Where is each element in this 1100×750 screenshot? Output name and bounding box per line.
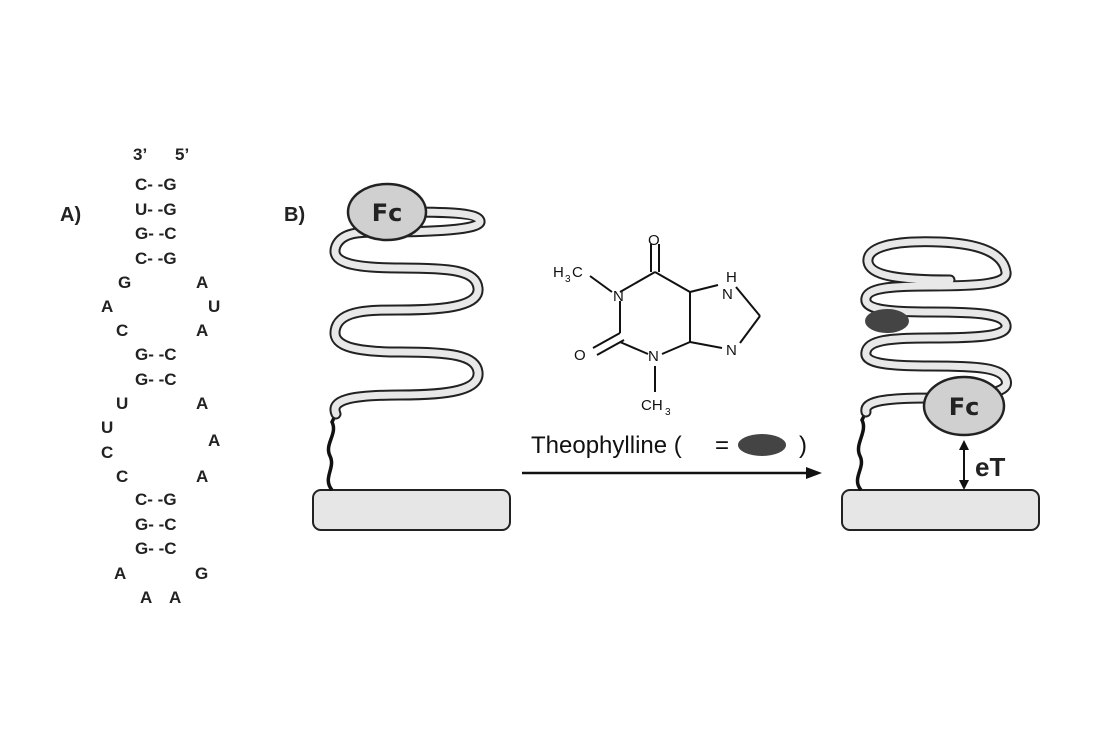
- base-pair: C- -G: [135, 249, 177, 268]
- fc-label: Fc: [372, 199, 403, 227]
- loop-base: A: [114, 564, 126, 583]
- base-pair: C- -G: [135, 175, 177, 194]
- methyl-h: H: [553, 264, 564, 281]
- et-arrow-head-down: [959, 480, 969, 490]
- loop-base: A: [196, 467, 208, 486]
- et-arrow-head-up: [959, 440, 969, 450]
- theophylline-symbol: [738, 434, 786, 456]
- oxygen-label: O: [648, 232, 660, 249]
- base-pair: G- -C: [135, 345, 177, 364]
- methyl-subscript: 3: [565, 274, 571, 285]
- bound-sensor: Fc eT: [841, 236, 1040, 531]
- methyl-c: C: [572, 264, 583, 281]
- loop-base: U: [208, 297, 220, 316]
- nitrogen-label: N: [648, 348, 659, 365]
- methyl-subscript: 3: [665, 407, 671, 418]
- reagent-equals: =: [715, 432, 729, 459]
- base-pair: G- -C: [135, 224, 177, 243]
- base-pair: G- -C: [135, 539, 177, 558]
- bound-theophylline: [865, 309, 909, 333]
- theophylline-structure: O O N N H N N H 3 C CH 3: [553, 232, 761, 418]
- methyl-ch: CH: [641, 397, 663, 414]
- loop-base: C: [116, 467, 128, 486]
- loop-base: A: [196, 394, 208, 413]
- loop-base: U: [101, 418, 113, 437]
- et-label: eT: [975, 452, 1005, 482]
- nitrogen-label: N: [726, 342, 737, 359]
- loop-base: C: [101, 443, 113, 462]
- panel-b-label: B): [284, 204, 305, 226]
- loop-base: A: [196, 321, 208, 340]
- panel-b: B) Fc: [284, 182, 1040, 531]
- folded-aptamer-coil: [860, 236, 1012, 418]
- electrode-surface: [312, 489, 511, 531]
- loop-base: U: [116, 394, 128, 413]
- base-pair: C- -G: [135, 490, 177, 509]
- aptamer-coil: [329, 206, 486, 420]
- loop-base: A: [140, 588, 152, 607]
- reagent-label: Theophylline (: [531, 432, 682, 459]
- loop-base: G: [195, 564, 208, 583]
- reaction-arrow-head: [806, 467, 822, 479]
- base-pair: G- -C: [135, 515, 177, 534]
- unbound-sensor: Fc: [312, 182, 511, 531]
- panel-a: A) 3’ 5’ C- -G U- -G G- -C C- -G G A A U…: [60, 145, 220, 607]
- three-prime-label: 3’: [133, 145, 147, 164]
- oxygen-label: O: [574, 347, 586, 364]
- fc-label: Fc: [949, 393, 980, 421]
- nitrogen-label: N: [722, 286, 733, 303]
- reagent-close: ): [799, 432, 807, 459]
- loop-base: G: [118, 273, 131, 292]
- base-pair: U- -G: [135, 200, 177, 219]
- loop-base: A: [101, 297, 113, 316]
- hydrogen-label: H: [726, 269, 737, 286]
- linker-strand: [855, 411, 868, 492]
- loop-base: A: [196, 273, 208, 292]
- electrode-surface: [841, 489, 1040, 531]
- loop-base: A: [169, 588, 181, 607]
- ferrocene-label: [922, 375, 1006, 437]
- loop-base: A: [208, 431, 220, 450]
- ferrocene-label: [346, 182, 428, 242]
- nitrogen-label: N: [613, 288, 624, 305]
- linker-strand: [326, 413, 338, 492]
- panel-a-label: A): [60, 204, 81, 226]
- loop-base: C: [116, 321, 128, 340]
- five-prime-label: 5’: [175, 145, 189, 164]
- base-pair: G- -C: [135, 370, 177, 389]
